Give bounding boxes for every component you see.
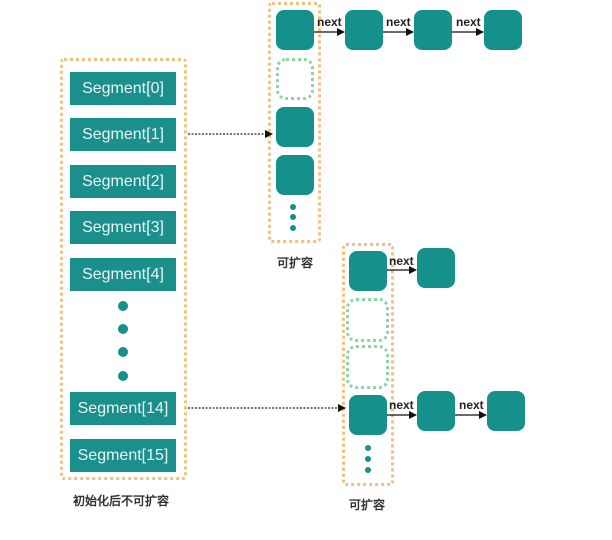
segment-14: Segment[14]	[70, 392, 176, 425]
hash-table-top-caption: 可扩容	[277, 256, 314, 270]
ellipsis-dot	[118, 371, 128, 381]
ellipsis-dot	[290, 204, 296, 210]
segment-1: Segment[1]	[70, 118, 176, 151]
ellipsis-dot	[365, 445, 371, 451]
segment-4: Segment[4]	[70, 258, 176, 291]
bucket-node	[349, 251, 387, 291]
ellipsis-dot	[118, 324, 128, 334]
ellipsis-dot	[290, 214, 296, 220]
chain-node	[417, 391, 455, 431]
segment-array-caption: 初始化后不可扩容	[73, 494, 170, 508]
hash-table-top-frame	[268, 2, 321, 243]
ellipsis-dot	[365, 467, 371, 473]
next-label: next	[456, 15, 481, 29]
hash-table-bottom-caption: 可扩容	[349, 498, 386, 512]
bucket-node	[276, 10, 314, 50]
next-label: next	[459, 398, 484, 412]
hash-table-bottom-frame	[342, 243, 394, 486]
chain-node	[484, 10, 522, 50]
chain-node	[345, 10, 383, 50]
empty-bucket-slot	[276, 58, 314, 100]
ellipsis-dot	[118, 347, 128, 357]
next-label: next	[317, 15, 342, 29]
segment-array-frame	[60, 58, 187, 480]
chain-node	[487, 391, 525, 431]
segment-0: Segment[0]	[70, 72, 176, 105]
empty-bucket-slot	[346, 345, 389, 389]
chain-node	[417, 248, 455, 288]
ellipsis-dot	[365, 456, 371, 462]
bucket-node	[349, 395, 387, 435]
bucket-node	[276, 155, 314, 195]
segment-15: Segment[15]	[70, 439, 176, 472]
segment-3: Segment[3]	[70, 211, 176, 244]
bucket-node	[276, 107, 314, 147]
ellipsis-dot	[290, 225, 296, 231]
chain-node	[414, 10, 452, 50]
next-label: next	[389, 254, 414, 268]
segment-2: Segment[2]	[70, 165, 176, 198]
ellipsis-dot	[118, 301, 128, 311]
next-label: next	[389, 398, 414, 412]
next-label: next	[386, 15, 411, 29]
empty-bucket-slot	[346, 298, 389, 342]
